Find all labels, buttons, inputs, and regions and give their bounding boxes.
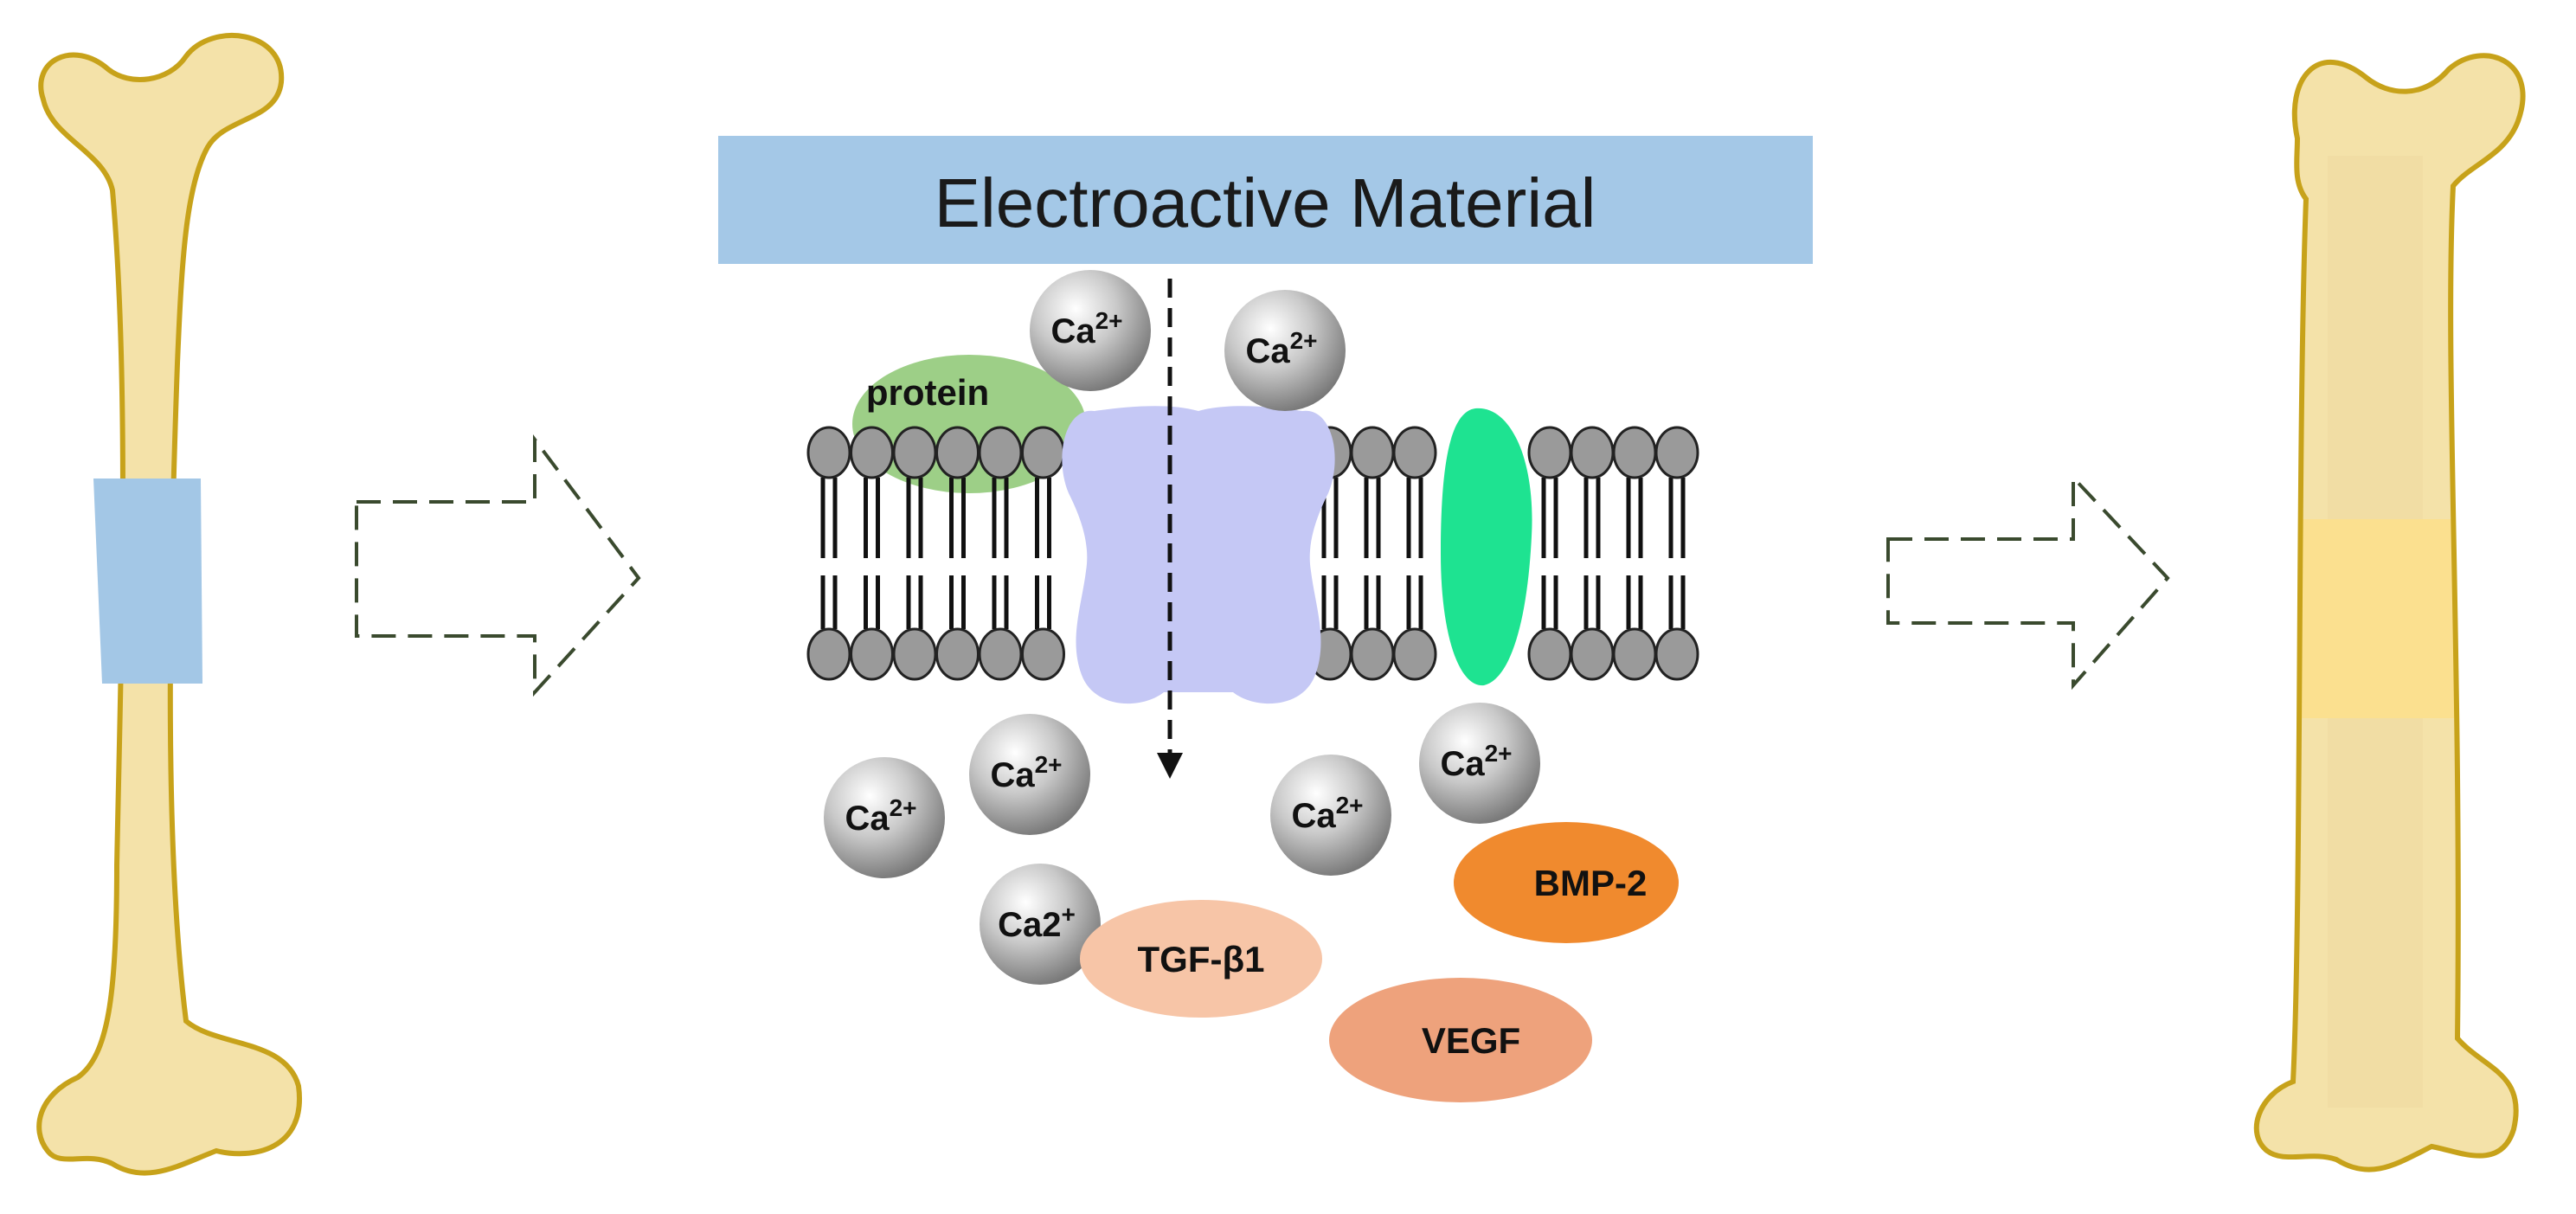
lipid-head xyxy=(1570,627,1615,681)
left-bone xyxy=(36,33,303,1176)
ion-sphere xyxy=(1030,270,1151,391)
lipid-head xyxy=(935,426,980,479)
ion-channel xyxy=(1062,406,1335,704)
lipid-molecule-pair xyxy=(1021,426,1065,681)
lipid-head xyxy=(1021,426,1065,479)
lipid-head xyxy=(1612,426,1657,479)
ion-symbol: Ca xyxy=(845,800,890,838)
ion-label: Ca2+ xyxy=(998,901,1076,944)
electroactive-material-bar xyxy=(718,136,1813,264)
ion-symbol: Ca2 xyxy=(998,906,1061,944)
lipid-head xyxy=(978,627,1023,681)
lipid-bilayer xyxy=(806,426,1699,681)
lipid-molecule-pair xyxy=(892,426,937,681)
lipid-molecule-pair xyxy=(1350,426,1395,681)
lipid-head xyxy=(1392,627,1437,681)
lipid-head xyxy=(850,426,894,479)
ion-symbol: Ca xyxy=(990,756,1035,794)
channel-left-lobe xyxy=(1062,406,1198,704)
lipid-head xyxy=(850,627,894,681)
right-bone xyxy=(2257,55,2523,1169)
ion-charge: 2+ xyxy=(1336,792,1364,819)
tgf-beta1-label: TGF-β1 xyxy=(1138,939,1265,980)
lipid-head xyxy=(1570,426,1615,479)
lipid-head xyxy=(892,627,937,681)
ion-label: Ca2+ xyxy=(1245,327,1317,370)
lipid-head xyxy=(806,426,851,479)
ion-sphere xyxy=(1270,755,1391,876)
calcium-ion: Ca2+ xyxy=(1419,703,1540,824)
ion-charge: 2+ xyxy=(1035,751,1063,778)
calcium-ion: Ca2+ xyxy=(1030,270,1151,391)
lipid-molecule-pair xyxy=(935,426,980,681)
lipid-molecule-pair xyxy=(1527,426,1572,681)
ion-sphere xyxy=(1224,290,1346,411)
lipid-head xyxy=(1612,627,1657,681)
ion-sphere xyxy=(969,714,1090,835)
calcium-ion: Ca2+ xyxy=(969,714,1090,835)
ion-flow-arrowhead xyxy=(1157,753,1183,779)
electroactive-material-title: Electroactive Material xyxy=(935,164,1596,241)
lipid-molecule-pair xyxy=(1612,426,1657,681)
lipid-head xyxy=(1527,627,1572,681)
ion-charge: 2+ xyxy=(1485,740,1513,767)
lipid-molecule-pair xyxy=(850,426,894,681)
right-dashed-arrow xyxy=(1886,472,2170,691)
ion-symbol: Ca xyxy=(1440,745,1485,783)
lipid-head xyxy=(1350,627,1395,681)
ion-sphere xyxy=(824,757,945,878)
ion-charge: + xyxy=(1062,901,1076,928)
lipid-head xyxy=(1527,426,1572,479)
channel-right-lobe xyxy=(1198,406,1335,704)
lipid-head xyxy=(1021,627,1065,681)
lipid-head xyxy=(1654,627,1699,681)
ion-label: Ca2+ xyxy=(1440,740,1512,783)
ion-sphere xyxy=(1419,703,1540,824)
vegf-label: VEGF xyxy=(1422,1020,1520,1061)
lipid-molecule-pair xyxy=(806,426,851,681)
ion-charge: 2+ xyxy=(1290,327,1318,354)
bone-defect xyxy=(93,479,202,684)
ion-label: Ca2+ xyxy=(1291,792,1363,835)
vegf-ellipse xyxy=(1329,978,1592,1102)
lipid-head xyxy=(935,627,980,681)
bmp2-label: BMP-2 xyxy=(1534,863,1648,903)
lipid-molecule-pair xyxy=(1654,426,1699,681)
ion-symbol: Ca xyxy=(1245,332,1290,370)
lipid-head xyxy=(806,627,851,681)
calcium-ion: Ca2+ xyxy=(1270,755,1391,876)
lipid-head xyxy=(892,426,937,479)
ion-symbol: Ca xyxy=(1050,312,1095,350)
calcium-ions: Ca2+Ca2+Ca2+Ca2+Ca2+Ca2+Ca2+ xyxy=(824,270,1540,985)
left-dashed-arrow xyxy=(355,434,641,697)
protein-label: protein xyxy=(866,372,989,413)
calcium-ion: Ca2+ xyxy=(824,757,945,878)
lipid-molecule-pair xyxy=(978,426,1023,681)
ion-sphere xyxy=(980,864,1101,985)
ion-label: Ca2+ xyxy=(1050,307,1122,350)
bmp2-ellipse xyxy=(1454,822,1679,943)
green-membrane-protein xyxy=(1441,408,1532,686)
lipid-head xyxy=(978,426,1023,479)
ion-label: Ca2+ xyxy=(845,794,916,838)
healed-region xyxy=(2284,519,2492,718)
ion-symbol: Ca xyxy=(1291,797,1336,835)
lipid-molecule-pair xyxy=(1570,426,1615,681)
ion-charge: 2+ xyxy=(890,794,917,821)
ion-charge: 2+ xyxy=(1095,307,1123,334)
calcium-ion: Ca2+ xyxy=(1224,290,1346,411)
lipid-head xyxy=(1350,426,1395,479)
calcium-ion: Ca2+ xyxy=(980,864,1101,985)
tgf-beta1-ellipse xyxy=(1080,900,1322,1018)
lipid-head xyxy=(1654,426,1699,479)
lipid-molecule-pair xyxy=(1392,426,1437,681)
lipid-head xyxy=(1392,426,1437,479)
ion-label: Ca2+ xyxy=(990,751,1062,794)
